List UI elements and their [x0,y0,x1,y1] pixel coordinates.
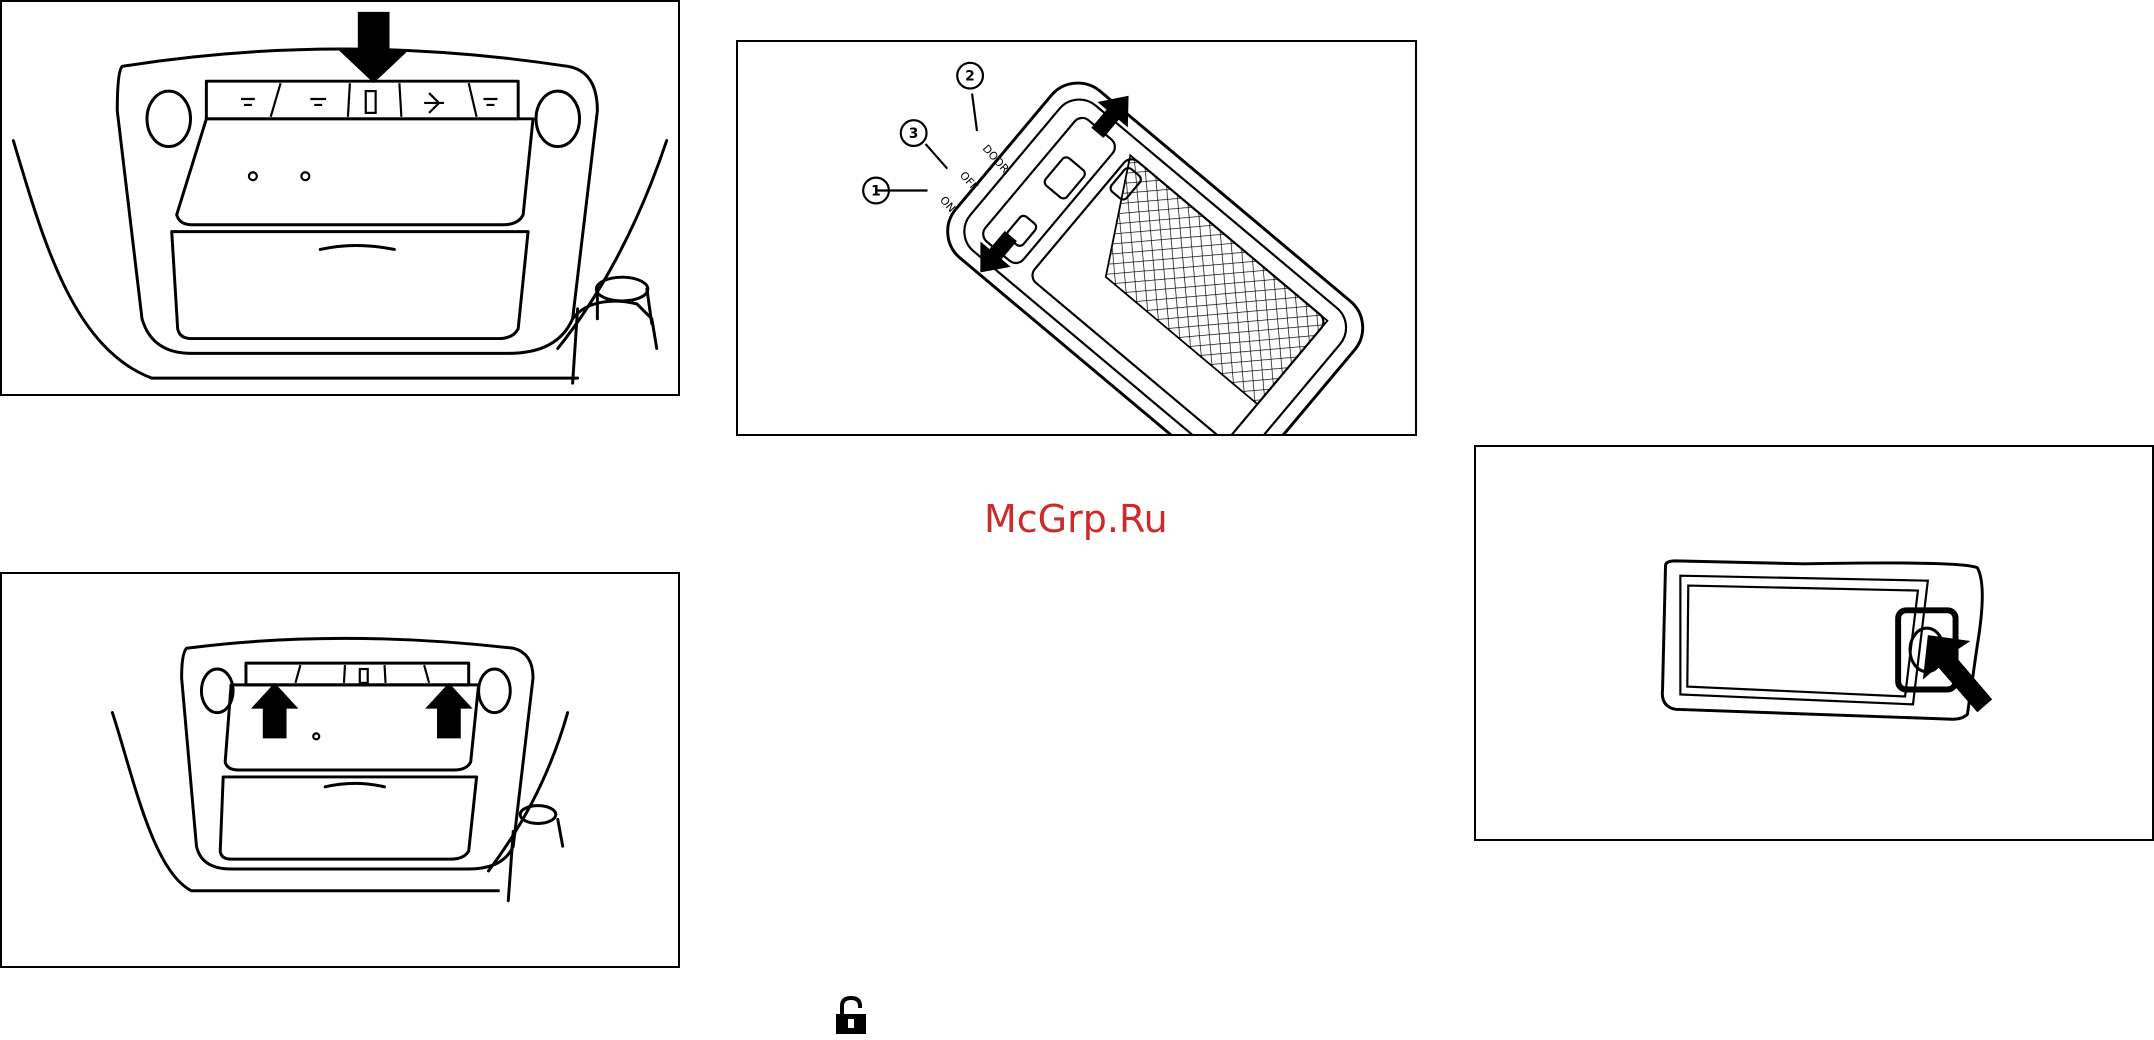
vanity-mirror-illustration [1476,447,2152,839]
callout-label-2: 2 [965,69,975,85]
up-arrow-icon [425,683,473,738]
up-arrow-icon [1082,83,1144,146]
figure-vanity-mirror-light [1474,445,2154,841]
watermark-text: McGrp.Ru [984,494,1184,544]
up-arrow-icon [251,683,299,738]
figure-map-light-switch: ON OFF DOOR 1 3 2 [736,40,1417,436]
figure-overhead-console-main-switch [0,0,680,396]
switch-label-off: OFF [957,169,981,193]
callout-label-1: 1 [871,183,881,199]
overhead-console-map-lights-illustration [2,574,678,966]
figure-overhead-console-map-lights [0,572,680,968]
unlock-icon [834,996,868,1036]
down-arrow-icon [965,223,1026,285]
diagonal-arrow-icon [1923,635,1992,712]
callout-label-3: 3 [909,126,919,142]
map-light-illustration: ON OFF DOOR 1 3 2 [738,42,1415,434]
down-arrow-icon [338,12,409,83]
overhead-console-illustration [2,2,678,394]
